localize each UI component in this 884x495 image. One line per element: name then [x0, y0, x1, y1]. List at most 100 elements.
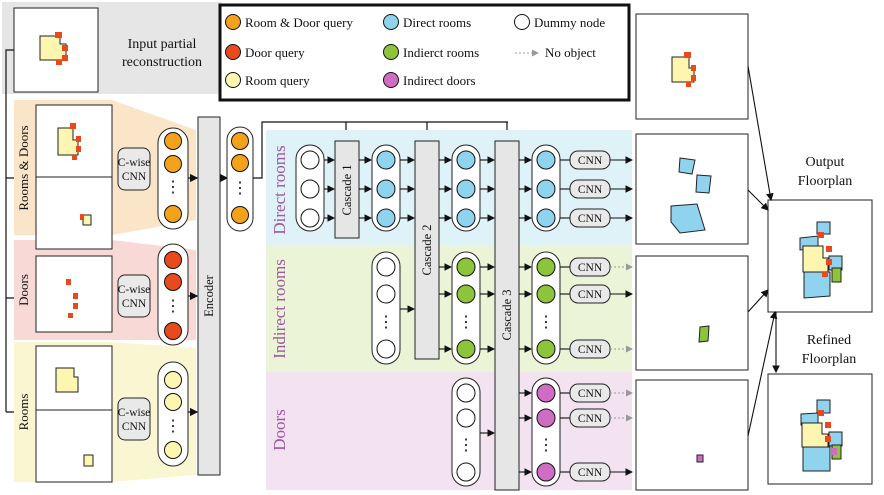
memory-line: [253, 121, 508, 179]
yellow-query-node: [164, 441, 182, 459]
dummy-column-2: [371, 251, 401, 365]
encoded-query-column: [226, 126, 254, 232]
direct-room-node: [536, 150, 556, 170]
legend-yellow-icon: [225, 72, 241, 88]
direct-room-node: [456, 150, 476, 170]
cnn-label: CNN: [578, 289, 603, 301]
cascade-1-label: Cascade 1: [340, 164, 354, 215]
legend-indirect-rooms: Indierct rooms: [403, 45, 479, 60]
dummy-node: [456, 383, 476, 403]
red-query-node: [164, 251, 182, 269]
direct-room-node: [456, 179, 476, 199]
direct-room-node: [536, 208, 556, 228]
direct-room-node: [536, 179, 556, 199]
cnn-label: CNN: [578, 388, 603, 400]
cwise-cnn-2-line1: C-wise: [118, 284, 151, 296]
cnn-label: CNN: [578, 184, 603, 196]
dummy-node: [376, 339, 396, 359]
red-query-node: [164, 322, 182, 340]
cnn-label: CNN: [578, 262, 603, 274]
legend-door-query: Door query: [245, 45, 305, 60]
legend-green-icon: [383, 44, 399, 60]
indirect-room-shape: [698, 325, 710, 343]
ellipsis-icon: ⋮: [165, 418, 181, 435]
orange-query-node: [164, 132, 182, 150]
rooms-doors-small-icon: [80, 214, 92, 226]
ellipsis-icon: ⋮: [165, 179, 181, 196]
rooms-small-icon: [83, 454, 94, 467]
ellipsis-icon: ⋮: [232, 180, 248, 197]
cascade-2-label: Cascade 2: [420, 224, 434, 275]
door-node: [536, 408, 556, 428]
door-shape: [696, 454, 704, 463]
query-column-3: [157, 361, 189, 467]
legend-room-door-query: Room & Door query: [245, 15, 353, 30]
legend-orange-icon: [225, 14, 241, 30]
direct-room-node: [376, 179, 396, 199]
encoder-label: Encoder: [202, 274, 216, 316]
output-title-line1: Output: [806, 155, 845, 170]
indirect-room-node: [536, 257, 556, 277]
cnn-label: CNN: [578, 413, 603, 425]
direct-room-node: [376, 150, 396, 170]
dummy-node: [376, 284, 396, 304]
arrow-input-to-output: [747, 65, 774, 202]
cascade-2-block: [414, 140, 440, 360]
legend-dummy-icon: [514, 14, 530, 30]
indirect-room-node: [456, 339, 476, 359]
indirect-column-1: [451, 251, 481, 365]
rooms-doors-fp-icon: [57, 123, 81, 160]
dummy-node: [376, 257, 396, 277]
indirect-room-node: [456, 257, 476, 277]
yellow-query-node: [164, 393, 182, 411]
cnn-label: CNN: [578, 155, 603, 167]
direct-room-node: [376, 208, 396, 228]
indirect-room-node: [536, 284, 556, 304]
refined-title-line2: Floorplan: [802, 352, 856, 367]
ellipsis-icon: ⋮: [378, 314, 394, 331]
section-doors: Doors: [270, 409, 289, 451]
rooms-doors-image-2: [35, 176, 113, 250]
input-title-line2: reconstruction: [122, 55, 202, 70]
legend-dummy-node: Dummy node: [534, 15, 605, 30]
door-column: [531, 377, 561, 487]
cnn-label: CNN: [578, 213, 603, 225]
rooms-fp-icon: [55, 367, 79, 393]
section-indirect-rooms: Indirect rooms: [270, 259, 289, 359]
section-direct-rooms: Direct rooms: [270, 145, 289, 234]
dummy-node: [456, 462, 476, 482]
ellipsis-icon: ⋮: [538, 314, 554, 331]
cnn-label: CNN: [578, 344, 603, 356]
dummy-node: [456, 408, 476, 428]
cwise-cnn-2-line2: CNN: [122, 298, 147, 310]
legend-pink-icon: [383, 72, 399, 88]
ellipsis-icon: ⋮: [458, 314, 474, 331]
doors-fp-icon: [66, 279, 78, 318]
cascade-1-block: [334, 140, 360, 239]
legend-box: [218, 3, 631, 102]
encoded-query-node: [231, 154, 249, 172]
ellipsis-icon: ⋮: [538, 437, 554, 454]
label-doors: Doors: [16, 274, 31, 306]
ellipsis-icon: ⋮: [458, 437, 474, 454]
dummy-column-3: [451, 377, 481, 487]
encoded-query-node: [231, 132, 249, 150]
red-query-node: [164, 273, 182, 291]
yellow-query-node: [164, 371, 182, 389]
refined-floorplan-drawing: [800, 399, 843, 472]
orange-query-node: [164, 155, 182, 173]
cwise-cnn-3: [117, 397, 151, 441]
doors-image: [35, 255, 113, 333]
cwise-cnn-1: [117, 147, 151, 191]
arrow-direct-to-output: [747, 189, 769, 211]
legend-no-object: No object: [545, 45, 596, 60]
door-node: [536, 383, 556, 403]
legend-direct-rooms: Direct rooms: [403, 15, 471, 30]
cwise-cnn-3-line2: CNN: [122, 421, 147, 433]
output-floorplan-drawing: [799, 221, 843, 299]
indirect-column-2: [531, 251, 561, 365]
legend-red-icon: [225, 44, 241, 60]
input-distribution-line: [5, 49, 14, 412]
cnn-label: CNN: [578, 467, 603, 479]
